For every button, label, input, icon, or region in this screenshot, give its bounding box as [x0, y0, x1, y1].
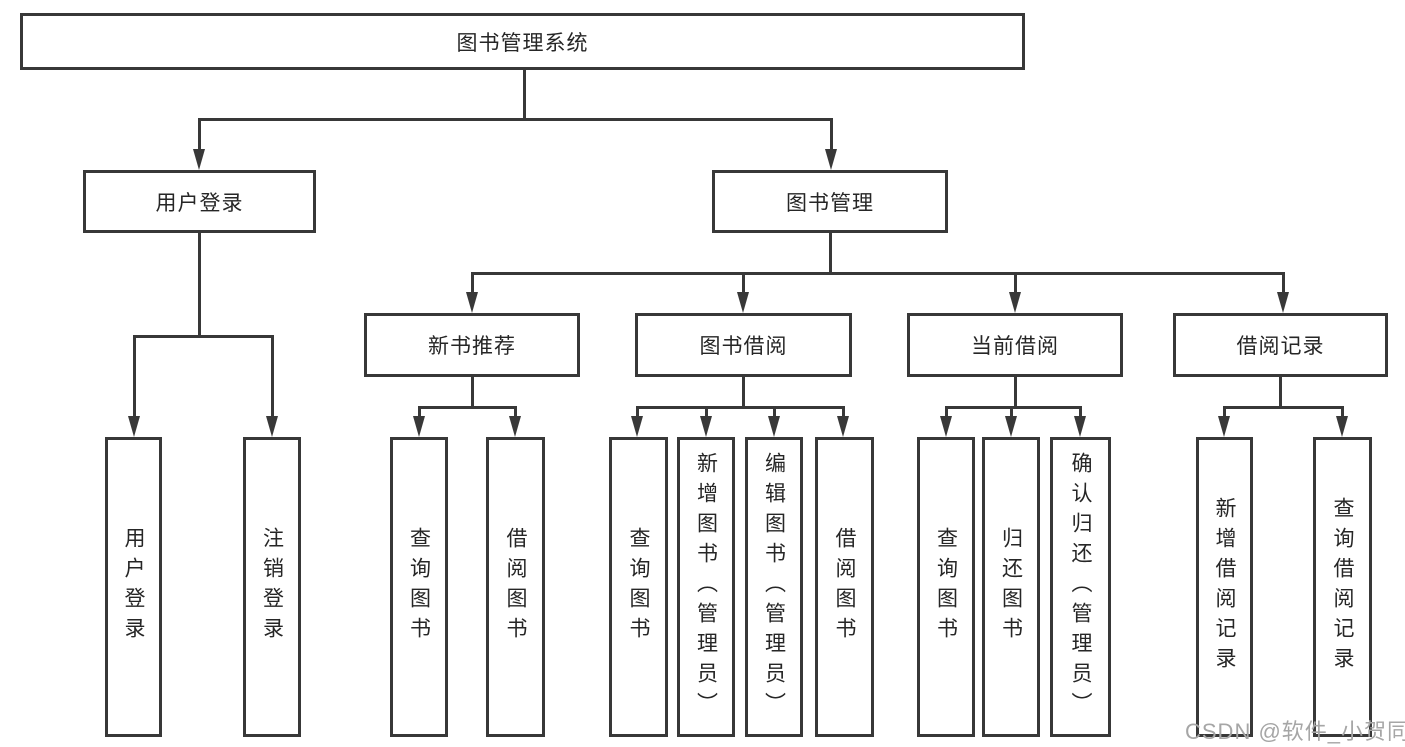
arrowhead-down-icon: [509, 416, 521, 437]
connector-borrow-split: [636, 406, 845, 409]
connector-user-login-trunk: [198, 231, 201, 338]
node-current-borrow: 当前借阅: [907, 313, 1123, 377]
connector-leaf-stub: [418, 406, 421, 418]
watermark: CSDN @软件_小贺同学: [1185, 719, 1405, 744]
leaf-user-login: 用户登录: [105, 437, 162, 737]
leaf-query-book-recommend: 查询图书: [390, 437, 448, 737]
arrowhead-down-icon: [940, 416, 952, 437]
arrowhead-down-icon: [1074, 416, 1086, 437]
connector-user-login-split: [133, 335, 274, 338]
connector-leaf-stub: [514, 406, 517, 418]
connector-root-right-stub: [830, 118, 833, 151]
connector-book-management-trunk: [829, 231, 832, 275]
node-book-management: 图书管理: [712, 170, 948, 233]
arrowhead-down-icon: [1005, 416, 1017, 437]
connector-level3-stub: [742, 272, 745, 294]
connector-leaf-stub: [636, 406, 639, 418]
leaf-query-book-current: 查询图书: [917, 437, 975, 737]
leaf-logout-login: 注销登录: [243, 437, 301, 737]
connector-recommend-trunk: [471, 375, 474, 409]
connector-level3-stub: [1282, 272, 1285, 294]
connector-root-left-stub: [198, 118, 201, 151]
arrowhead-down-icon: [1218, 416, 1230, 437]
arrowhead-down-icon: [837, 416, 849, 437]
leaf-confirm-return-admin: 确认归还（管理员）: [1050, 437, 1111, 737]
node-book-borrow: 图书借阅: [635, 313, 852, 377]
arrowhead-down-icon: [737, 292, 749, 313]
leaf-return-book: 归还图书: [982, 437, 1040, 737]
connector-leaf-stub: [1010, 406, 1013, 418]
connector-level3-stub: [1014, 272, 1017, 294]
connector-leaf-stub: [705, 406, 708, 418]
node-new-book-recommend: 新书推荐: [364, 313, 580, 377]
connector-user-login-stub: [271, 335, 274, 418]
node-root: 图书管理系统: [20, 13, 1025, 70]
connector-root-split: [198, 118, 833, 121]
arrowhead-down-icon: [825, 149, 837, 170]
leaf-borrow-book: 借阅图书: [815, 437, 874, 737]
leaf-edit-book-admin: 编辑图书（管理员）: [745, 437, 803, 737]
arrowhead-down-icon: [413, 416, 425, 437]
connector-user-login-stub: [133, 335, 136, 418]
connector-recommend-split: [418, 406, 517, 409]
connector-borrow-trunk: [742, 375, 745, 409]
arrowhead-down-icon: [193, 149, 205, 170]
connector-leaf-stub: [1079, 406, 1082, 418]
leaf-add-book-admin: 新增图书（管理员）: [677, 437, 735, 737]
connector-leaf-stub: [1341, 406, 1344, 418]
connector-current-trunk: [1014, 375, 1017, 409]
arrowhead-down-icon: [1009, 292, 1021, 313]
arrowhead-down-icon: [1277, 292, 1289, 313]
connector-level3-stub: [471, 272, 474, 294]
connector-leaf-stub: [1223, 406, 1226, 418]
leaf-add-borrow-record: 新增借阅记录: [1196, 437, 1253, 737]
connector-book-management-split: [471, 272, 1285, 275]
arrowhead-down-icon: [266, 416, 278, 437]
connector-root-trunk: [523, 68, 526, 121]
leaf-borrow-book-recommend: 借阅图书: [486, 437, 545, 737]
connector-leaf-stub: [945, 406, 948, 418]
connector-records-trunk: [1279, 375, 1282, 409]
connector-current-split: [945, 406, 1082, 409]
connector-leaf-stub: [842, 406, 845, 418]
arrowhead-down-icon: [466, 292, 478, 313]
leaf-query-book-borrow: 查询图书: [609, 437, 668, 737]
node-borrow-records: 借阅记录: [1173, 313, 1388, 377]
node-user-login: 用户登录: [83, 170, 316, 233]
connector-records-split: [1223, 406, 1344, 409]
arrowhead-down-icon: [1336, 416, 1348, 437]
arrowhead-down-icon: [128, 416, 140, 437]
arrowhead-down-icon: [700, 416, 712, 437]
connector-leaf-stub: [773, 406, 776, 418]
leaf-query-borrow-record: 查询借阅记录: [1313, 437, 1372, 737]
arrowhead-down-icon: [768, 416, 780, 437]
arrowhead-down-icon: [631, 416, 643, 437]
